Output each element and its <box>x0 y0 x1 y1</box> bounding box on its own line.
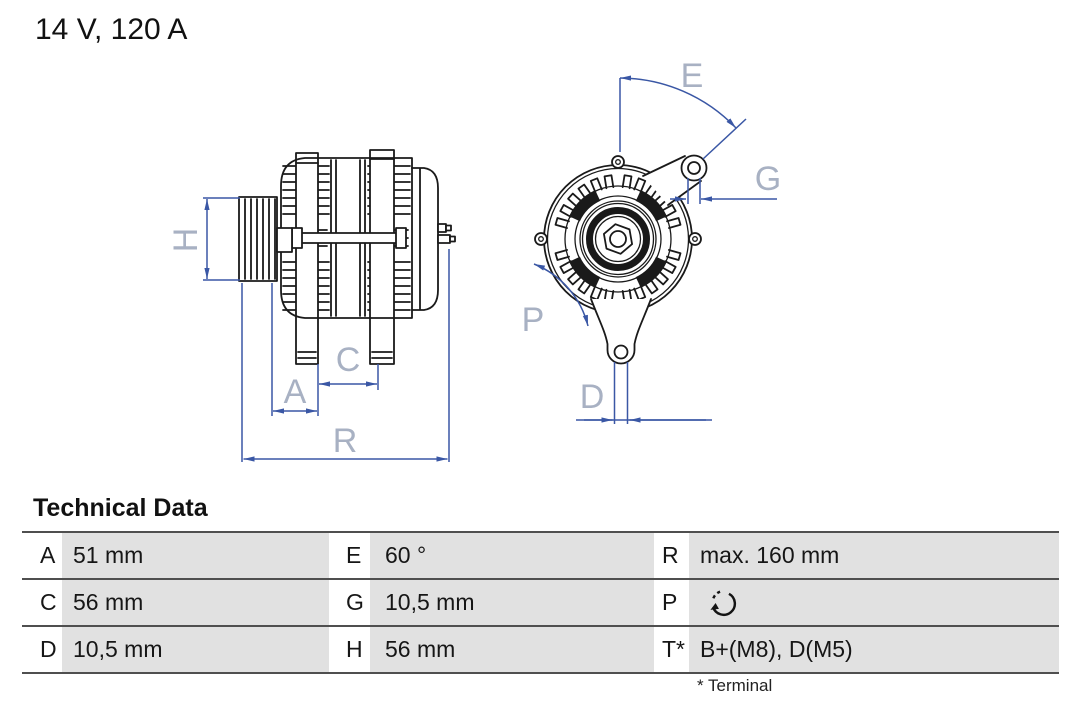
table-row: D 10,5 mm H 56 mm T* B+(M8), D(M5) <box>22 627 1059 674</box>
rotor-shaft <box>298 232 400 244</box>
belt-pulley <box>238 196 293 282</box>
table-row: A 51 mm E 60 ° R max. 160 mm <box>22 533 1059 580</box>
dimension-e: E <box>619 57 747 160</box>
dim-label-p: P <box>522 301 545 339</box>
spec-value: 51 mm <box>62 533 329 578</box>
dimension-h: H <box>167 197 240 281</box>
front-view-drawing <box>534 154 708 365</box>
spec-value: 10,5 mm <box>62 627 329 672</box>
dimension-c: C <box>319 341 379 390</box>
dim-label-e: E <box>681 57 704 95</box>
dimension-d: D <box>576 362 712 424</box>
spec-key: R <box>654 533 689 578</box>
shaft-nut <box>603 223 633 255</box>
dim-label-g: G <box>755 160 781 198</box>
spec-key: A <box>22 533 62 578</box>
table-row: C 56 mm G 10,5 mm P <box>22 580 1059 627</box>
dim-label-c: C <box>336 341 361 379</box>
spec-key: C <box>22 580 62 625</box>
spec-key: H <box>329 627 370 672</box>
rotation-direction-icon <box>710 590 737 617</box>
mounting-ear <box>642 154 708 206</box>
pulley-groove-ring <box>586 207 650 271</box>
technical-data-table: A 51 mm E 60 ° R max. 160 mm C 56 mm G 1… <box>22 531 1059 674</box>
spec-value: 60 ° <box>370 533 654 578</box>
spec-value: 56 mm <box>370 627 654 672</box>
mounting-foot <box>590 298 652 365</box>
terminal-footnote: * Terminal <box>697 676 773 695</box>
spec-value: 10,5 mm <box>370 580 654 625</box>
spec-key: E <box>329 533 370 578</box>
housing-lugs <box>534 155 702 246</box>
dim-label-d: D <box>580 378 605 416</box>
dimension-g: G <box>670 160 781 204</box>
dim-label-a: A <box>284 373 307 411</box>
rear-mounting-boss <box>369 149 395 365</box>
alternator-technical-drawing: H A C R E G P <box>167 57 781 462</box>
dimension-a: A <box>271 283 319 416</box>
b-plus-terminal-studs <box>437 223 456 244</box>
spec-key: T* <box>654 627 689 672</box>
voltage-amperage-spec: 14 V, 120 A <box>35 13 188 46</box>
spec-key: D <box>22 627 62 672</box>
rotation-direction-arrow: P <box>522 263 589 339</box>
spec-value: 56 mm <box>62 580 329 625</box>
spec-value <box>689 580 1059 625</box>
dim-label-h: H <box>167 228 205 253</box>
spec-key: G <box>329 580 370 625</box>
dimension-r: R <box>241 249 450 462</box>
rear-cover <box>411 167 439 311</box>
spec-value: max. 160 mm <box>689 533 1059 578</box>
dim-label-r: R <box>333 422 358 460</box>
fan-segments <box>569 190 667 288</box>
side-view-drawing <box>238 149 456 365</box>
technical-data-heading: Technical Data <box>33 494 208 522</box>
spec-value: B+(M8), D(M5) <box>689 627 1059 672</box>
spec-key: P <box>654 580 689 625</box>
front-mounting-boss <box>295 152 319 365</box>
